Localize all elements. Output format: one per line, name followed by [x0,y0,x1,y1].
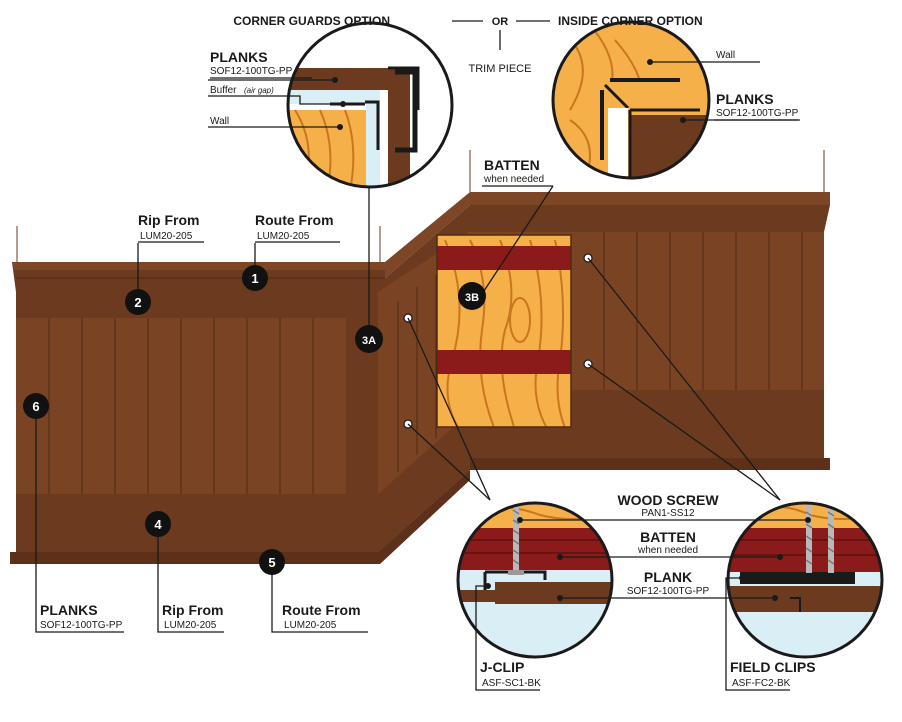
labels: CORNER GUARDS OPTION OR INSIDE CORNER OP… [40,14,816,689]
leader-lines [35,20,811,691]
route-from-bottom-title: Route From [282,602,361,618]
badge-2: 2 [125,289,151,315]
cutaway-panel [436,234,572,428]
batten-detail-title: BATTEN [640,529,696,545]
wall-left-label: Wall [210,116,229,127]
batten-top-note: when needed [483,174,544,185]
plank-detail-code: SOF12-100TG-PP [627,586,710,597]
plank-seams-right [603,232,803,390]
trim-piece-label: TRIM PIECE [469,63,532,75]
badge-5: 5 [259,549,285,575]
corner-guards-option-label: CORNER GUARDS OPTION [233,14,390,28]
badge-3b: 3B [458,282,486,310]
badge-3a: 3A [355,325,383,353]
planks-top-title: PLANKS [210,49,268,65]
detail-field-clips [726,501,884,659]
rip-from-top-title: Rip From [138,212,199,228]
svg-text:5: 5 [268,555,275,570]
planks-bottom-code: SOF12-100TG-PP [40,620,123,631]
planks-right-code: SOF12-100TG-PP [716,108,799,119]
buffer-label: Buffer [210,85,237,96]
detail-inside-corner [551,20,711,180]
svg-text:6: 6 [32,399,39,414]
rip-from-top-code: LUM20-205 [140,231,193,242]
badge-4: 4 [145,511,171,537]
field-clips-title: FIELD CLIPS [730,659,816,675]
route-from-bottom-code: LUM20-205 [284,620,337,631]
badges: 1 2 3A 3B 4 5 6 [23,265,486,575]
j-clip-code: ASF-SC1-BK [482,678,541,689]
plank-detail-title: PLANK [644,569,692,585]
detail-j-clip [456,501,614,659]
batten-detail-note: when needed [637,545,698,556]
left-wall-wainscot [10,226,385,564]
wood-screw-title: WOOD SCREW [617,492,719,508]
batten-top-title: BATTEN [484,157,540,173]
svg-text:1: 1 [251,271,258,286]
svg-text:3A: 3A [362,335,376,347]
field-clips-code: ASF-FC2-BK [732,678,791,689]
inside-corner-option-label: INSIDE CORNER OPTION [558,14,703,28]
route-from-top-code: LUM20-205 [257,231,310,242]
svg-text:4: 4 [154,517,162,532]
route-from-top-title: Route From [255,212,334,228]
wood-screw-code: PAN1-SS12 [641,508,695,519]
planks-bottom-title: PLANKS [40,602,98,618]
buffer-note: (air gap) [244,86,274,95]
detail-corner-guards [286,21,454,189]
svg-text:2: 2 [134,295,141,310]
planks-top-code: SOF12-100TG-PP [210,66,293,77]
badge-1: 1 [242,265,268,291]
badge-6: 6 [23,393,49,419]
rip-from-bottom-code: LUM20-205 [164,620,217,631]
j-clip-title: J-CLIP [480,659,524,675]
wall-right-label: Wall [716,50,735,61]
svg-text:3B: 3B [465,292,479,304]
or-label: OR [492,16,509,28]
rip-from-bottom-title: Rip From [162,602,223,618]
planks-right-title: PLANKS [716,91,774,107]
